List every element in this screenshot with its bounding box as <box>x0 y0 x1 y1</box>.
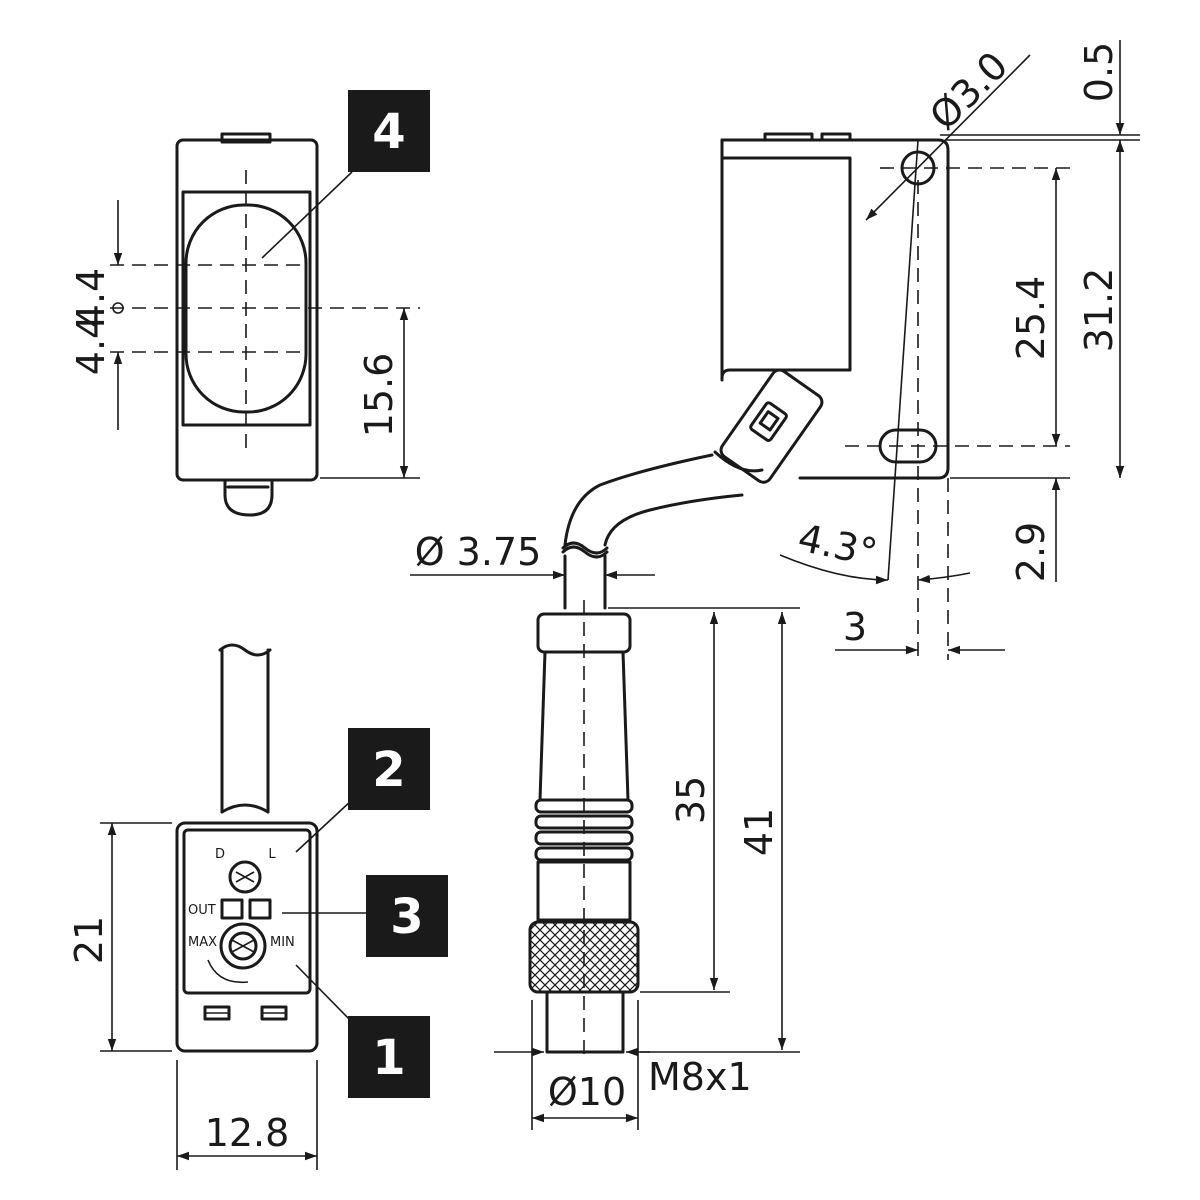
callout-4-leader <box>261 171 353 259</box>
dim-21: 21 <box>67 916 111 964</box>
front-view <box>110 132 420 517</box>
label-l: L <box>268 847 276 862</box>
label-max: MAX <box>188 935 217 950</box>
callout-1-leader <box>295 964 353 1023</box>
callout-3-label: 3 <box>390 889 423 945</box>
dim-0-5: 0.5 <box>1077 42 1121 102</box>
dim-12-8: 12.8 <box>205 1111 290 1155</box>
callout-2-box <box>348 728 430 810</box>
dim-31-2: 31.2 <box>1077 268 1121 353</box>
callout-1-label: 1 <box>372 1030 405 1086</box>
connector-view <box>494 600 800 1130</box>
label-d: D <box>215 847 225 862</box>
callout-3-box <box>366 875 448 957</box>
dim-3: 3 <box>843 605 867 649</box>
dim-41: 41 <box>737 808 781 856</box>
dim-diameter-10: Ø10 <box>548 1070 626 1114</box>
label-out: OUT <box>188 903 216 918</box>
dim-4-4-lower: 4.4 <box>69 315 113 375</box>
callout-4-label: 4 <box>372 104 405 160</box>
dim-diameter-3-0: Ø3.0 <box>921 43 1016 138</box>
callout-4-box <box>348 90 430 172</box>
callout-2-label: 2 <box>372 742 405 798</box>
dim-15-6: 15.6 <box>357 353 401 438</box>
label-min: MIN <box>270 935 295 950</box>
callout-1-box <box>348 1016 430 1098</box>
dim-2-9: 2.9 <box>1009 522 1053 582</box>
rear-view <box>100 643 319 1170</box>
dim-25-4: 25.4 <box>1009 276 1053 361</box>
dim-m8x1: M8x1 <box>648 1055 752 1099</box>
dim-diameter-3-75: Ø 3.75 <box>415 530 542 574</box>
dim-35: 35 <box>669 776 713 824</box>
callout-2-leader <box>295 799 353 853</box>
dim-4-4-upper: 4.4 <box>69 268 113 328</box>
side-view <box>410 40 1140 660</box>
